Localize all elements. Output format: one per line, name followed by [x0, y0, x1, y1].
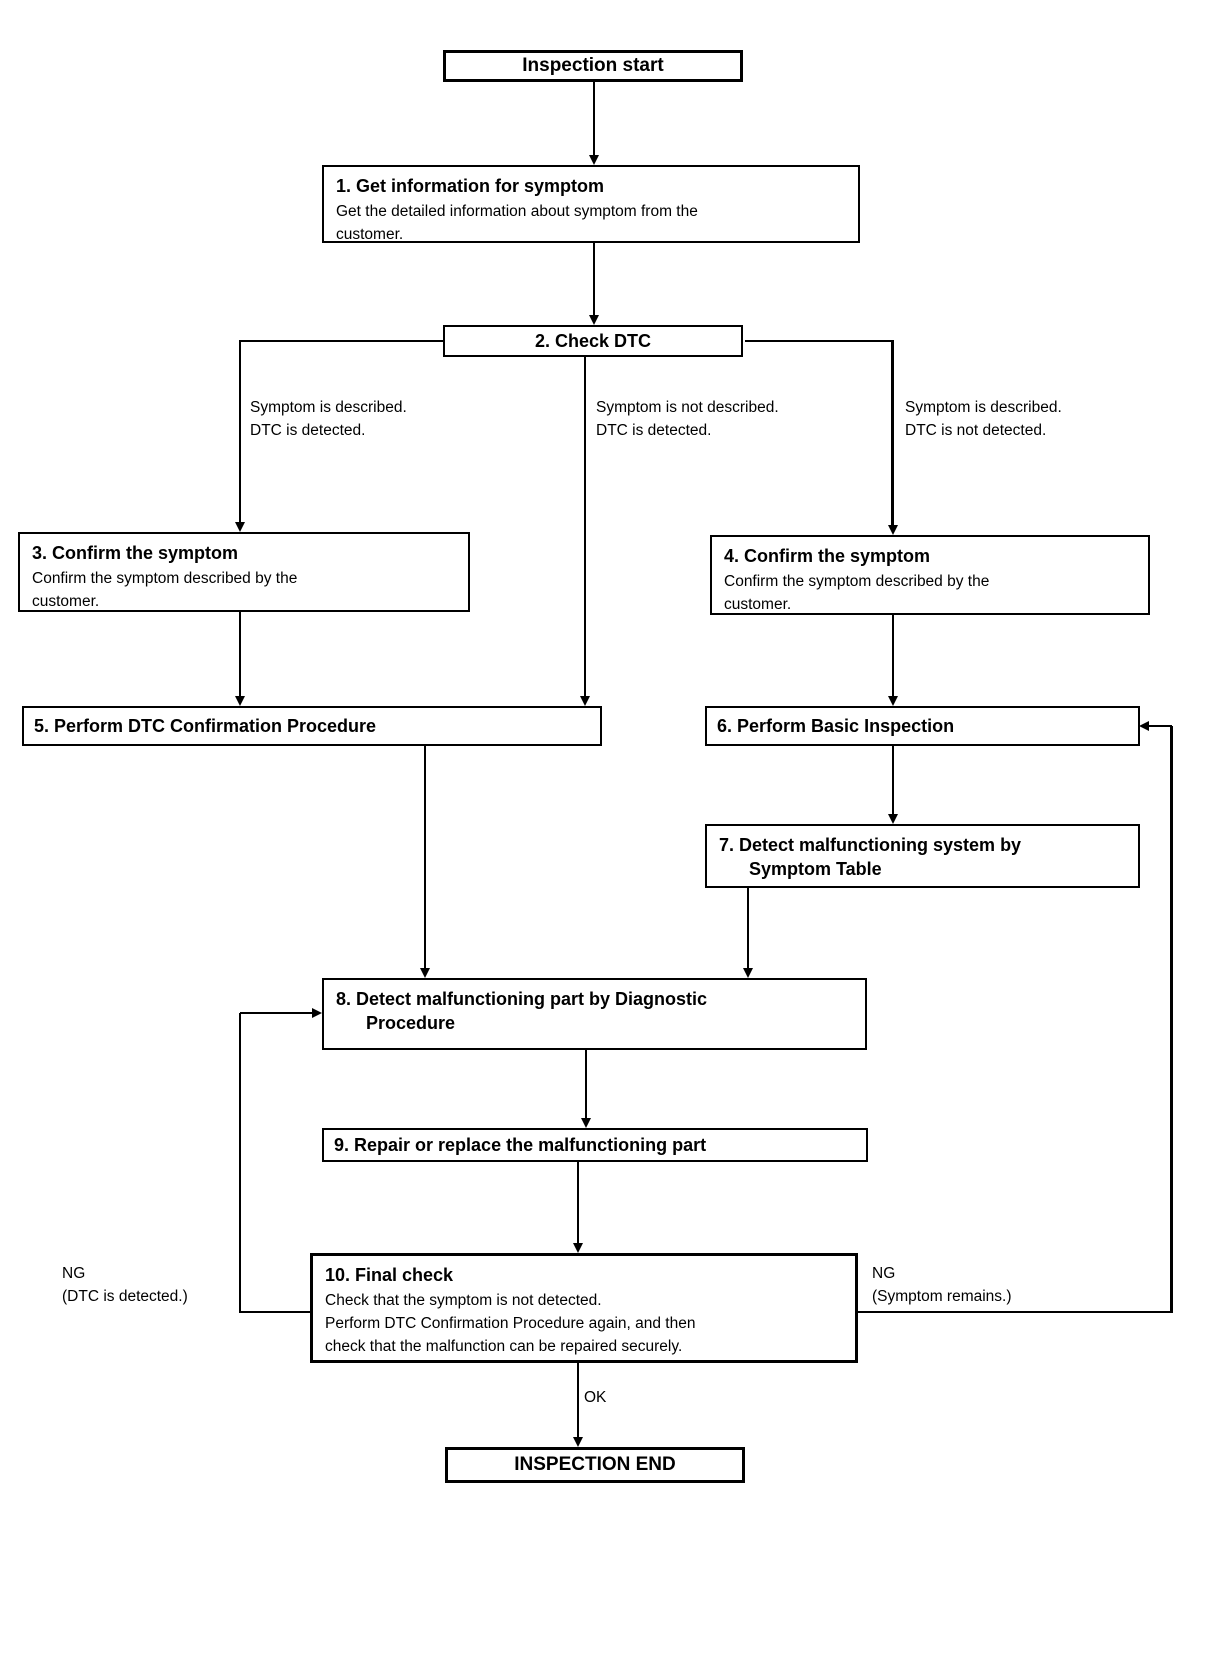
edge-step5-to-step8-line	[424, 746, 426, 968]
node-step3-title: 3. Confirm the symptom	[32, 543, 239, 563]
node-step8-title: 8. Detect malfunctioning part by Diagnos…	[336, 989, 708, 1033]
node-step7-symptom-table: 7. Detect malfunctioning system by Sympt…	[705, 824, 1140, 888]
node-step6-title: 6. Perform Basic Inspection	[717, 716, 955, 736]
edge-step2-to-step4-hline	[745, 340, 893, 342]
node-step8-diagnostic-procedure: 8. Detect malfunctioning part by Diagnos…	[322, 978, 867, 1050]
edge-step6-to-step7-line	[892, 746, 894, 814]
edge-step2-to-step3-vline	[239, 340, 241, 522]
edge-ng-right-arrowhead	[1139, 721, 1149, 731]
edge-step2-to-step5-arrowhead	[580, 696, 590, 706]
node-step4-title: 4. Confirm the symptom	[724, 546, 931, 566]
edge-step1-to-step2-line	[593, 243, 595, 315]
node-inspection-start-label: Inspection start	[522, 55, 664, 76]
edge-step2-to-step4-arrowhead	[888, 525, 898, 535]
node-step3-body: Confirm the symptom described by the cus…	[32, 570, 298, 610]
edge-ng-left-vline	[239, 1013, 241, 1313]
node-step5-title: 5. Perform DTC Confirmation Procedure	[34, 716, 377, 736]
node-step9-repair-replace: 9. Repair or replace the malfunctioning …	[322, 1128, 868, 1162]
edge-step10-to-end-arrowhead	[573, 1437, 583, 1447]
edge-label-ng-dtc-detected: NG (DTC is detected.)	[62, 1265, 188, 1305]
edge-ng-left-arrowhead	[312, 1008, 322, 1018]
edge-step3-to-step5-arrowhead	[235, 696, 245, 706]
node-step9-title: 9. Repair or replace the malfunctioning …	[334, 1135, 707, 1155]
edge-step8-to-step9-arrowhead	[581, 1118, 591, 1128]
edge-ng-left-top-hline	[240, 1012, 313, 1014]
edge-step7-to-step8-line	[747, 888, 749, 968]
node-step3-confirm-symptom: 3. Confirm the symptom Confirm the sympt…	[18, 532, 470, 612]
node-inspection-end-label: INSPECTION END	[514, 1454, 676, 1475]
edge-label-ok: OK	[584, 1389, 607, 1406]
edge-step5-to-step8-arrowhead	[420, 968, 430, 978]
node-step1-get-information: 1. Get information for symptom Get the d…	[322, 165, 860, 243]
edge-step2-to-step5-line	[584, 357, 586, 696]
node-step10-body: Check that the symptom is not detected. …	[325, 1292, 696, 1355]
edge-step2-to-step3-arrowhead	[235, 522, 245, 532]
node-step2-title: 2. Check DTC	[534, 331, 652, 351]
edge-ng-left-bottom-hline	[240, 1311, 310, 1313]
edge-step2-to-step4-vline	[891, 340, 894, 525]
edge-step9-to-step10-line	[577, 1162, 579, 1243]
edge-start-to-step1-line	[593, 82, 595, 156]
node-step5-dtc-confirmation: 5. Perform DTC Confirmation Procedure	[22, 706, 602, 746]
edge-step6-to-step7-arrowhead	[888, 814, 898, 824]
node-inspection-end: INSPECTION END	[445, 1447, 745, 1483]
edge-step1-to-step2-arrowhead	[589, 315, 599, 325]
node-step2-check-dtc: 2. Check DTC	[443, 325, 743, 357]
edge-step9-to-step10-arrowhead	[573, 1243, 583, 1253]
edge-step3-to-step5-line	[239, 612, 241, 696]
edge-label-symptom-described-dtc-detected: Symptom is described. DTC is detected.	[250, 399, 407, 439]
node-step7-title: 7. Detect malfunctioning system by Sympt…	[719, 835, 1022, 879]
edge-step8-to-step9-line	[585, 1050, 587, 1118]
edge-label-ng-symptom-remains: NG (Symptom remains.)	[872, 1265, 1012, 1305]
edge-ng-right-vline	[1170, 726, 1173, 1313]
node-step10-title: 10. Final check	[325, 1265, 454, 1285]
node-step4-body: Confirm the symptom described by the cus…	[724, 573, 990, 613]
edge-start-to-step1-arrowhead	[589, 155, 599, 165]
node-step1-title: 1. Get information for symptom	[336, 176, 605, 196]
edge-label-symptom-not-described-dtc-detected: Symptom is not described. DTC is detecte…	[596, 399, 779, 439]
edge-ng-right-bottom-hline	[858, 1311, 1172, 1313]
edge-step7-to-step8-arrowhead	[743, 968, 753, 978]
edge-label-symptom-described-dtc-not-detected: Symptom is described. DTC is not detecte…	[905, 399, 1062, 439]
edge-step10-to-end-line	[577, 1363, 579, 1437]
node-step4-confirm-symptom: 4. Confirm the symptom Confirm the sympt…	[710, 535, 1150, 615]
node-step1-body: Get the detailed information about sympt…	[336, 203, 698, 243]
node-inspection-start: Inspection start	[443, 50, 743, 82]
edge-ng-right-top-hline	[1148, 725, 1172, 727]
node-step6-basic-inspection: 6. Perform Basic Inspection	[705, 706, 1140, 746]
edge-step4-to-step6-line	[892, 615, 894, 696]
edge-step2-to-step3-hline	[240, 340, 443, 342]
edge-step4-to-step6-arrowhead	[888, 696, 898, 706]
node-step10-final-check: 10. Final check Check that the symptom i…	[310, 1253, 858, 1363]
